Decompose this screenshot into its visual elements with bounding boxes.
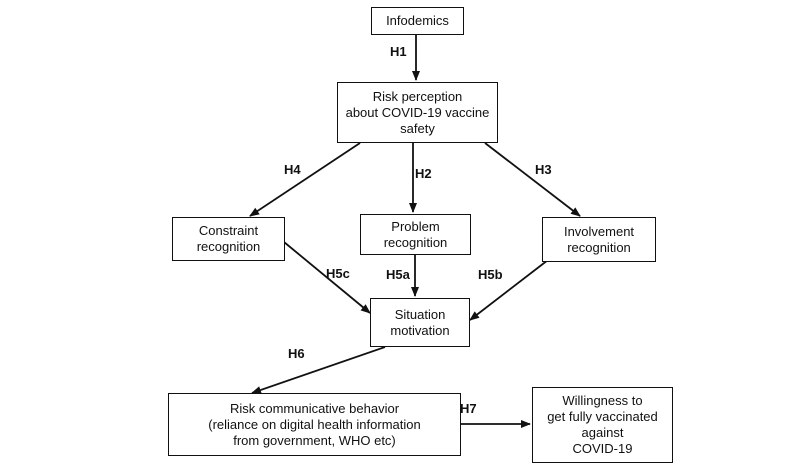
arrow-h4 <box>249 142 361 217</box>
edge-label-h5b: H5b <box>478 267 503 282</box>
node-risk-perception: Risk perception about COVID-19 vaccine s… <box>337 82 498 143</box>
node-willingness-to-vaccinate-label: Willingness to get fully vaccinated agai… <box>547 393 658 456</box>
node-infodemics-label: Infodemics <box>386 13 449 28</box>
node-risk-perception-label: Risk perception about COVID-19 vaccine s… <box>345 88 490 136</box>
edge-label-h2: H2 <box>415 166 432 181</box>
node-involvement-recognition-label: Involvement recognition <box>563 223 635 255</box>
edge-label-h4: H4 <box>284 162 301 177</box>
node-situation-motivation-label: Situation motivation <box>390 306 450 338</box>
node-constraint-recognition: Constraint recognition <box>172 217 285 261</box>
node-situation-motivation: Situation motivation <box>370 298 470 347</box>
edge-label-h5a: H5a <box>386 267 410 282</box>
node-infodemics: Infodemics <box>371 7 464 35</box>
edge-label-h5c: H5c <box>326 266 350 281</box>
node-involvement-recognition: Involvement recognition <box>542 217 656 262</box>
edge-label-h1: H1 <box>390 44 407 59</box>
node-constraint-recognition-label: Constraint recognition <box>196 223 261 254</box>
arrow-h3 <box>484 142 581 217</box>
node-risk-communicative-behavior-label: Risk communicative behavior (reliance on… <box>208 400 421 448</box>
node-risk-communicative-behavior: Risk communicative behavior (reliance on… <box>168 393 461 456</box>
node-problem-recognition: Problem recognition <box>360 214 471 255</box>
arrow-h6 <box>251 346 386 394</box>
edge-label-h6: H6 <box>288 346 305 361</box>
node-willingness-to-vaccinate: Willingness to get fully vaccinated agai… <box>532 387 673 463</box>
arrow-h5b <box>469 259 549 321</box>
arrow-h5c <box>283 241 371 314</box>
edge-label-h3: H3 <box>535 162 552 177</box>
node-problem-recognition-label: Problem recognition <box>383 218 448 250</box>
edge-label-h7: H7 <box>460 401 477 416</box>
